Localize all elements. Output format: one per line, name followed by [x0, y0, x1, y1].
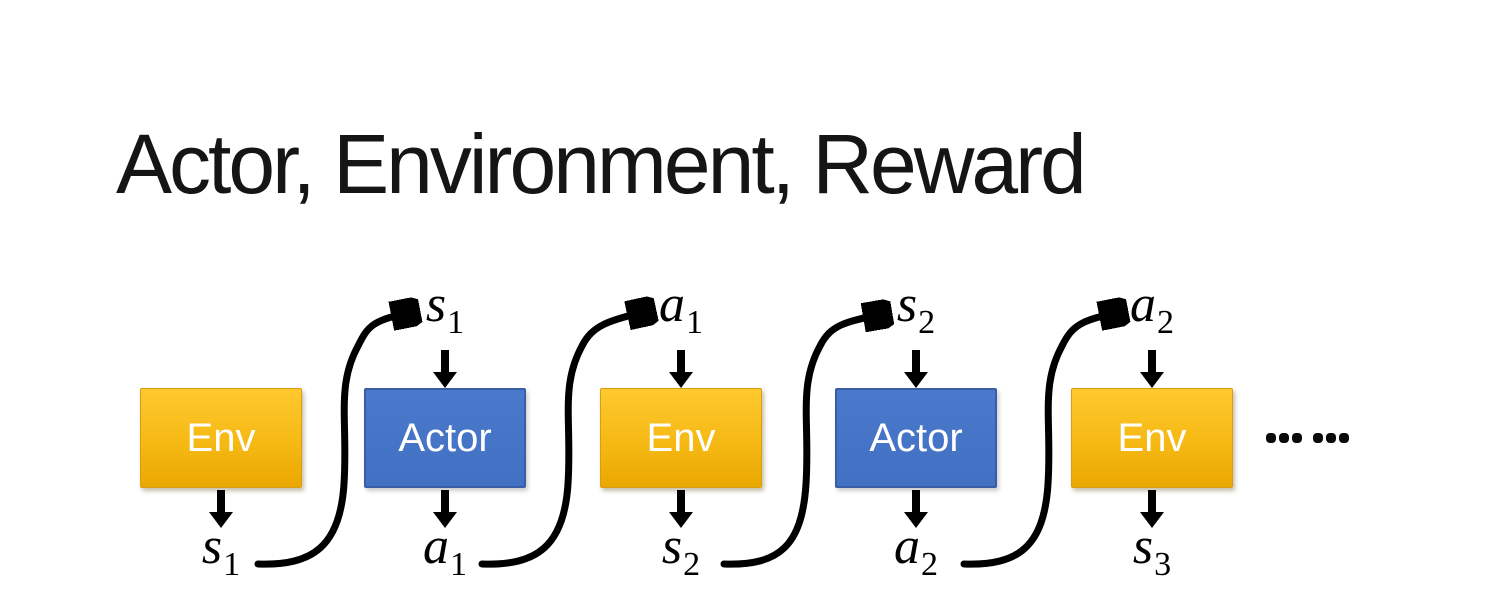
column-actor-2: s2 Actor a2: [835, 276, 997, 608]
column-env-3: a2 Env s3: [1071, 276, 1233, 608]
dot: [1279, 433, 1289, 443]
state-label-s3-bottom: s3: [1132, 518, 1172, 583]
dot: [1266, 433, 1276, 443]
down-arrow-icon: [1148, 490, 1156, 512]
env-box-3: Env: [1071, 388, 1233, 488]
env-box-2: Env: [600, 388, 762, 488]
dot: [1292, 433, 1302, 443]
down-arrow-icon: [677, 350, 685, 372]
column-actor-1: s1 Actor a1: [364, 276, 526, 608]
down-arrow-icon: [1148, 350, 1156, 372]
dot: [1326, 433, 1336, 443]
down-arrow-icon: [217, 490, 225, 512]
actor-box-1-label: Actor: [398, 415, 492, 460]
column-env-1: Env s1: [140, 280, 302, 608]
action-label-a1-bottom: a1: [423, 518, 467, 583]
state-label-s2-bottom: s2: [661, 518, 701, 583]
state-label-s1-bottom: s1: [201, 518, 241, 583]
env-box-1-label: Env: [186, 415, 256, 460]
column-env-2: a1 Env s2: [600, 276, 762, 608]
action-label-a2-top: a2: [1130, 276, 1174, 341]
state-label-s1-top: s1: [425, 276, 465, 341]
down-arrow-icon: [441, 490, 449, 512]
down-arrow-icon: [912, 490, 920, 512]
dot: [1313, 433, 1323, 443]
down-arrow-icon: [441, 350, 449, 372]
down-arrow-icon: [912, 350, 920, 372]
page-title: Actor, Environment, Reward: [116, 117, 1087, 211]
actor-box-1: Actor: [364, 388, 526, 488]
env-box-2-label: Env: [646, 415, 716, 460]
state-label-s2-top: s2: [896, 276, 936, 341]
actor-box-2-label: Actor: [869, 415, 963, 460]
env-box-1: Env: [140, 388, 302, 488]
ellipsis-icon: [1266, 433, 1352, 443]
env-box-3-label: Env: [1117, 415, 1187, 460]
actor-box-2: Actor: [835, 388, 997, 488]
action-label-a1-top: a1: [659, 276, 703, 341]
down-arrow-icon: [677, 490, 685, 512]
action-label-a2-bottom: a2: [894, 518, 938, 583]
dot: [1339, 433, 1349, 443]
